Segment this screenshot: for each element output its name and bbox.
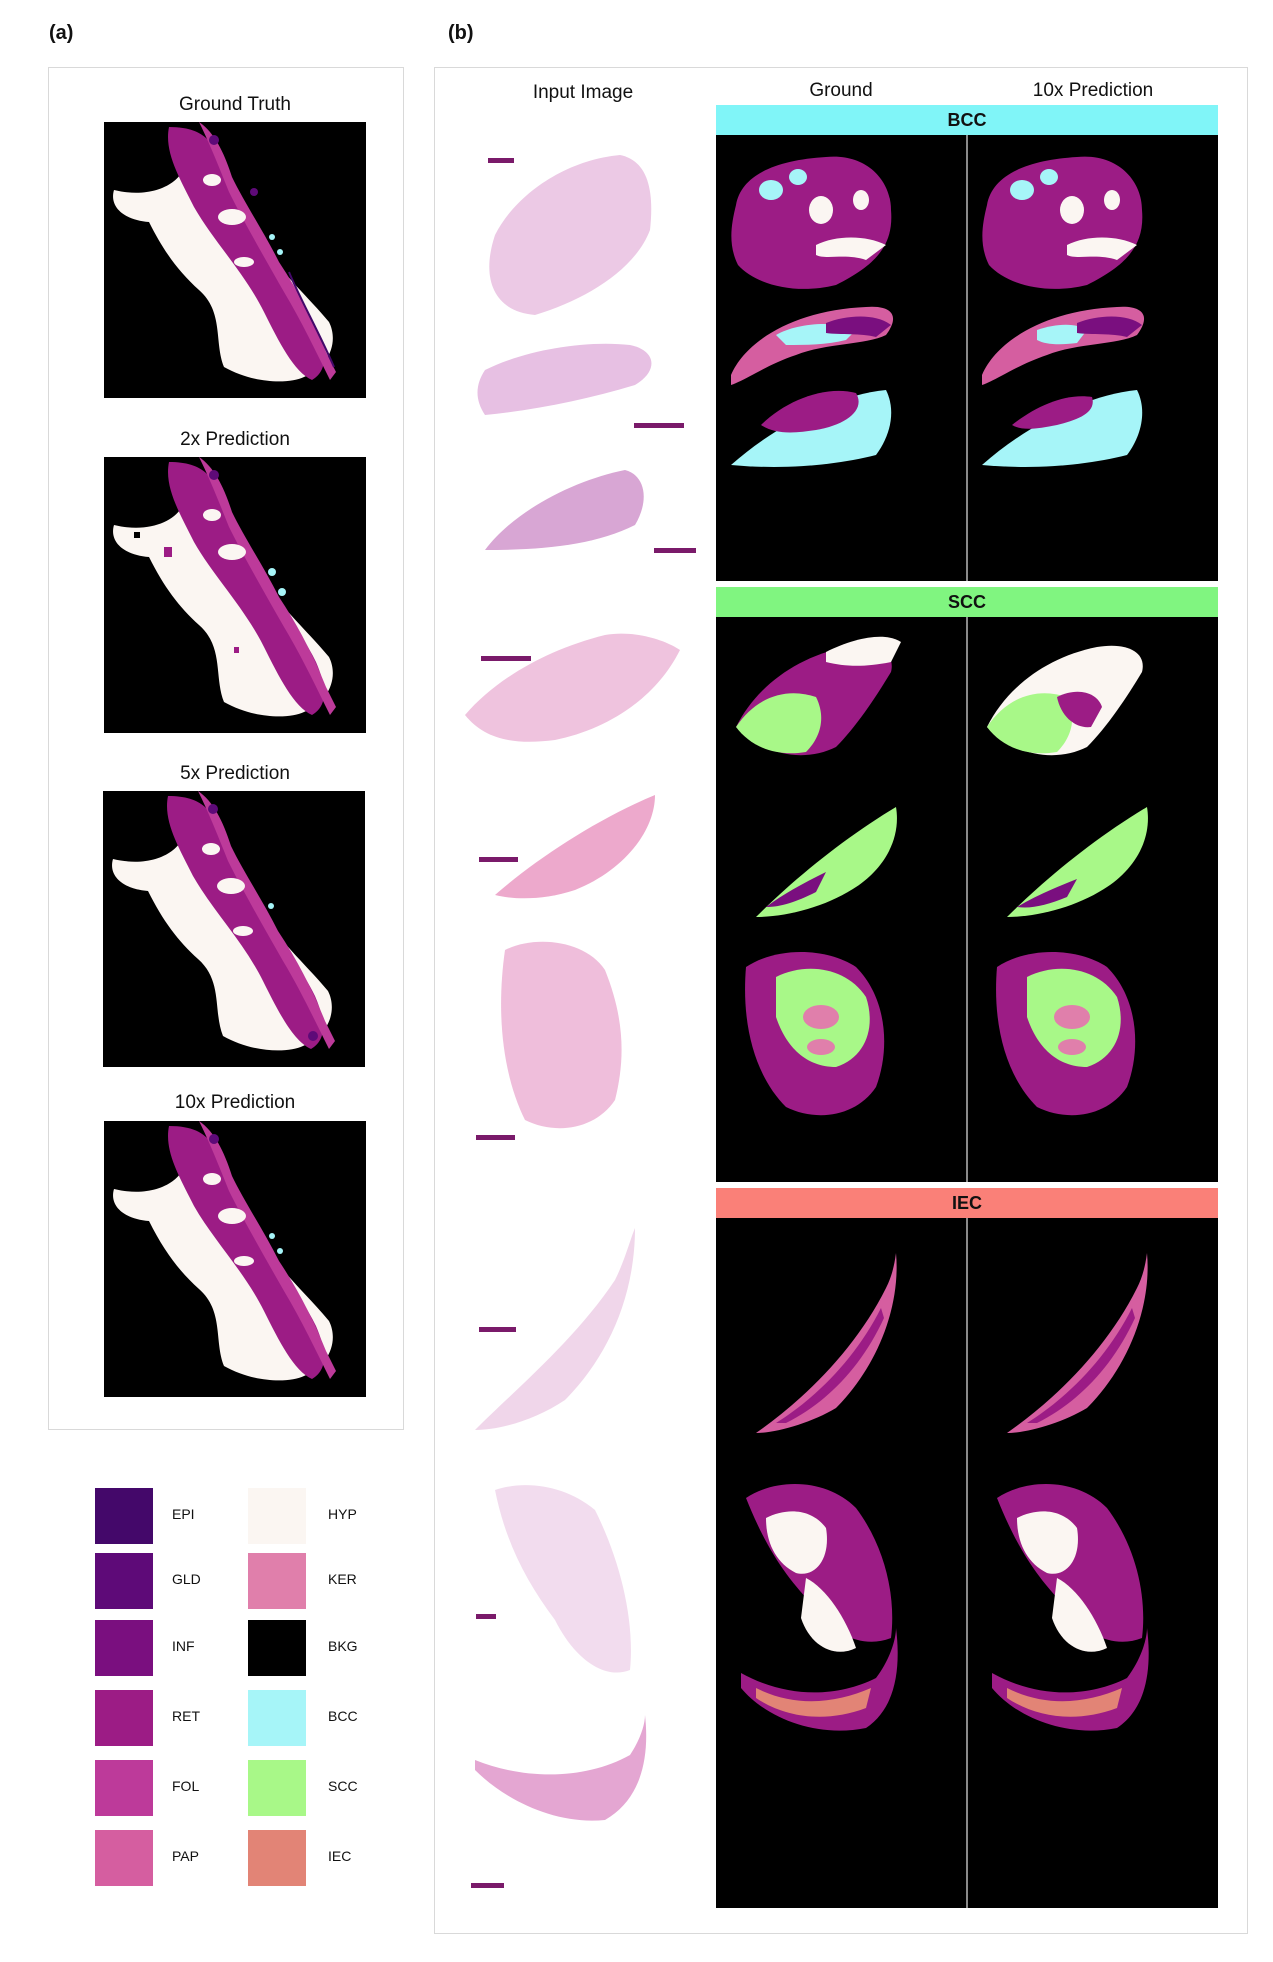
- group-label-iec: IEC: [951, 1193, 982, 1213]
- legend-swatch-gld: [95, 1553, 153, 1609]
- column-separator-bcc: [966, 135, 968, 581]
- scale-bar: [481, 656, 531, 661]
- legend-swatch-fol: [95, 1760, 153, 1816]
- legend-swatch-iec: [248, 1830, 306, 1886]
- title-ground-truth: Ground Truth: [179, 94, 291, 115]
- title-2x-prediction: 2x Prediction: [180, 429, 290, 450]
- group-band-iec: IEC: [716, 1188, 1218, 1218]
- group-label-bcc: BCC: [947, 110, 987, 130]
- title-5x-prediction: 5x Prediction: [180, 763, 290, 784]
- legend-swatch-epi: [95, 1488, 153, 1544]
- group-band-bcc: BCC: [716, 105, 1218, 135]
- scale-bar: [654, 548, 696, 553]
- title-10x-prediction: 10x Prediction: [174, 1092, 296, 1113]
- legend-label-ret: RET: [172, 1708, 200, 1724]
- scale-bar: [488, 158, 514, 163]
- column-header-input-image: Input Image: [532, 82, 634, 103]
- panel-b-label: (b): [448, 22, 474, 44]
- scale-bar: [471, 1883, 504, 1888]
- input-image-column: [455, 140, 695, 1940]
- scale-bar: [479, 857, 518, 862]
- group-label-scc: SCC: [947, 592, 986, 612]
- scale-bar: [479, 1327, 516, 1332]
- legend-swatch-scc: [248, 1760, 306, 1816]
- segmentation-5x-prediction: [103, 791, 365, 1067]
- column-separator-scc: [966, 617, 968, 1182]
- group-band-scc: SCC: [716, 587, 1218, 617]
- legend-label-epi: EPI: [172, 1506, 195, 1522]
- legend-swatch-pap: [95, 1830, 153, 1886]
- panel-a-label: (a): [49, 22, 74, 44]
- legend-swatch-hyp: [248, 1488, 306, 1544]
- legend-swatch-ker: [248, 1553, 306, 1609]
- column-separator-iec: [966, 1218, 968, 1908]
- legend-label-hyp: HYP: [328, 1506, 357, 1522]
- segmentation-ground-truth: [104, 122, 366, 398]
- legend-swatch-bcc: [248, 1690, 306, 1746]
- segmentation-10x-prediction: [104, 1121, 366, 1397]
- legend-label-gld: GLD: [172, 1571, 201, 1587]
- column-header-ground: Ground: [809, 80, 873, 101]
- legend-label-bkg: BKG: [328, 1638, 358, 1654]
- scale-bar: [634, 423, 684, 428]
- legend-swatch-bkg: [248, 1620, 306, 1676]
- segmentation-2x-prediction: [104, 457, 366, 733]
- scale-bar: [476, 1135, 515, 1140]
- legend-label-pap: PAP: [172, 1848, 199, 1864]
- legend-swatch-ret: [95, 1690, 153, 1746]
- legend-label-iec: IEC: [328, 1848, 352, 1864]
- legend-label-fol: FOL: [172, 1778, 200, 1794]
- scale-bar: [476, 1614, 496, 1619]
- legend-label-ker: KER: [328, 1571, 357, 1587]
- legend-label-bcc: BCC: [328, 1708, 358, 1724]
- column-header-10x-prediction: 10x Prediction: [1032, 80, 1154, 101]
- legend-label-inf: INF: [172, 1638, 195, 1654]
- legend-swatch-inf: [95, 1620, 153, 1676]
- legend-label-scc: SCC: [328, 1778, 358, 1794]
